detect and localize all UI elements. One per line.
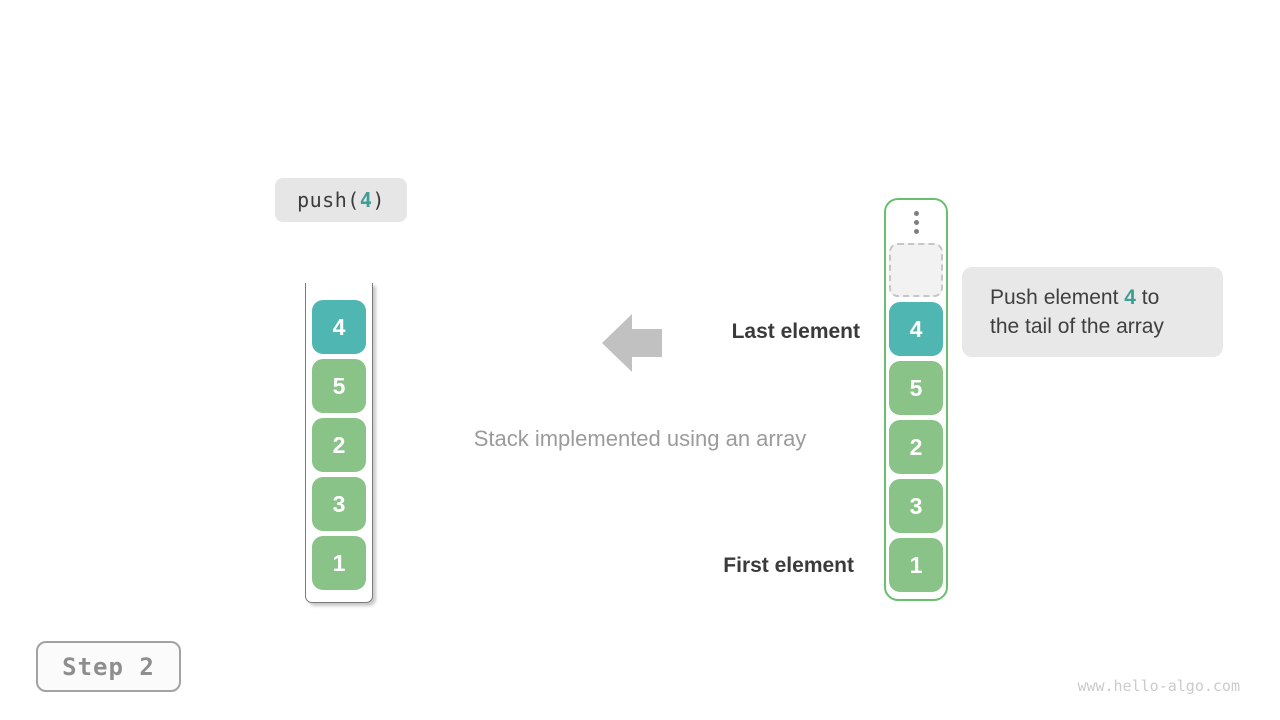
push-call-arg: 4 [359,188,373,212]
last-element-label: Last element [731,320,860,343]
array-cell: 1 [889,538,943,592]
step-badge: Step 2 [36,641,181,692]
array-cell: 4 [889,302,943,356]
array-container: 4 5 2 3 1 [884,198,948,601]
empty-array-slot [889,243,943,297]
push-call-badge: push(4) [275,178,407,222]
stack-container: 4 5 2 3 1 [305,283,373,603]
stack-cell: 4 [312,300,366,354]
callout-text: Push element [990,286,1125,309]
push-call-prefix: push( [297,188,360,212]
array-cell: 5 [889,361,943,415]
callout-line-1: Push element 4 to [990,283,1223,312]
vertical-ellipsis-icon [913,210,919,234]
arrow-left-icon [602,314,662,372]
ellipsis-dot [913,228,919,234]
caption: Stack implemented using an array [473,426,807,451]
callout-text: to [1135,286,1160,309]
array-cell: 2 [889,420,943,474]
watermark: www.hello-algo.com [1077,677,1240,695]
stack-cell: 1 [312,536,366,590]
stack-cell: 5 [312,359,366,413]
ellipsis-dot [913,210,919,216]
stack-cell: 2 [312,418,366,472]
callout-highlight: 4 [1124,286,1136,309]
callout: Push element 4 to the tail of the array [962,267,1223,357]
array-cell: 3 [889,479,943,533]
ellipsis-dot [913,219,919,225]
callout-line-2: the tail of the array [990,315,1164,338]
first-element-label: First element [723,554,854,577]
push-call-suffix: ) [372,188,385,212]
stack-cell: 3 [312,477,366,531]
